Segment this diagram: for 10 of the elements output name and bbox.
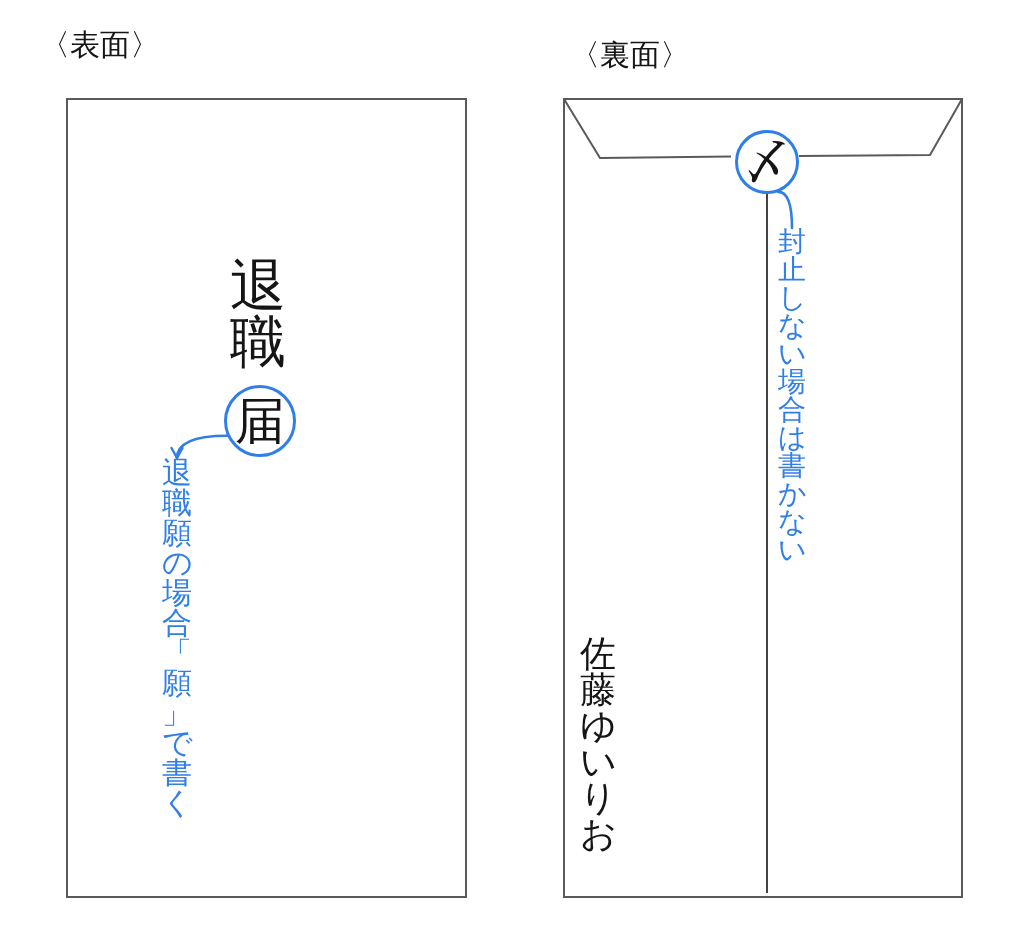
annotation-text: 退職願の場合「願」で書く xyxy=(162,458,192,818)
annotation-text: 封止しない場合は書かない xyxy=(778,228,806,564)
leader-line xyxy=(777,190,794,230)
side-heading: 〈表面〉 xyxy=(40,30,160,60)
document-title: 退職 xyxy=(230,258,286,370)
side-heading: 〈裏面〉 xyxy=(570,40,690,70)
seal-mark: 〆 xyxy=(735,130,799,194)
circled-character: 届 xyxy=(224,385,296,457)
sender-name: 佐藤ゆいりお xyxy=(580,636,616,852)
arrow xyxy=(171,434,229,460)
